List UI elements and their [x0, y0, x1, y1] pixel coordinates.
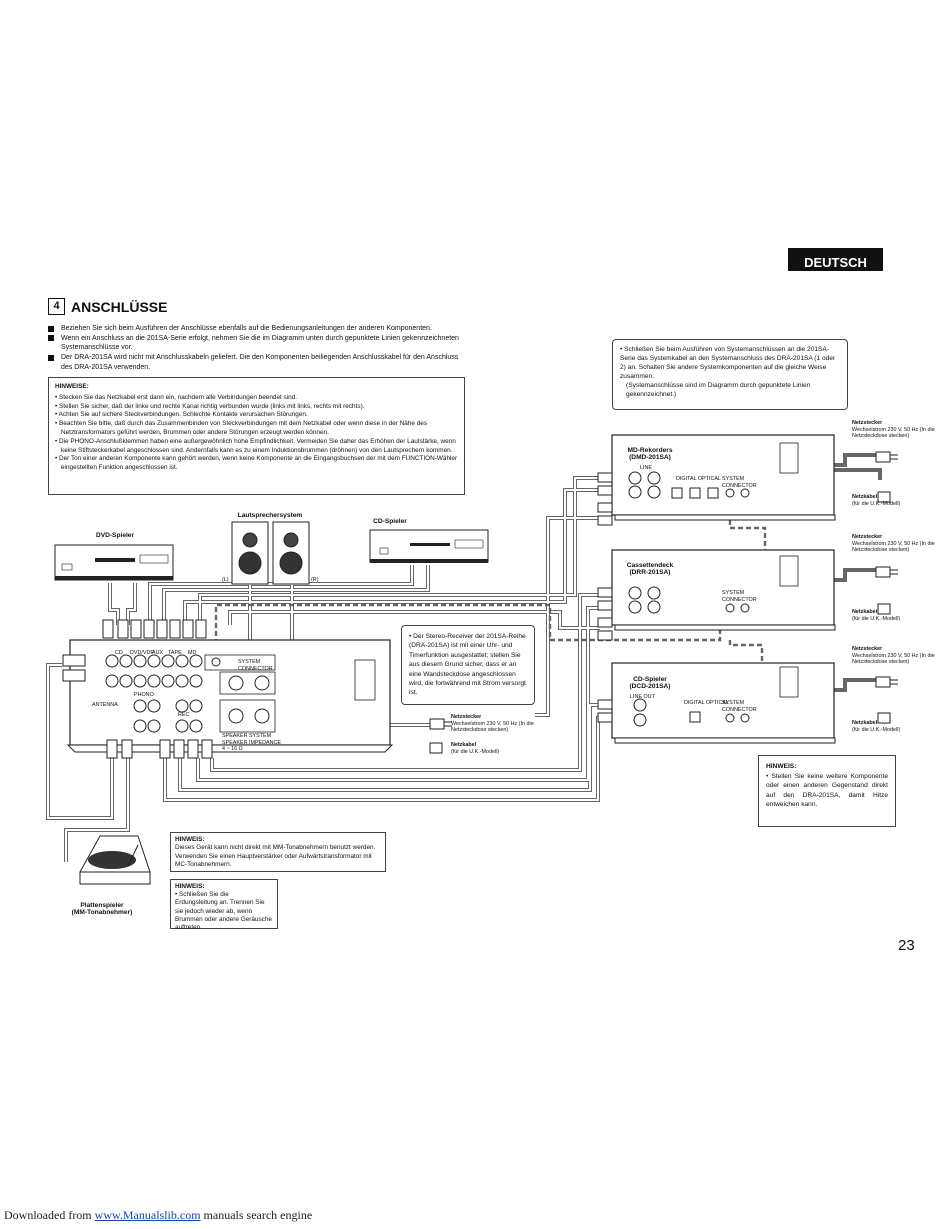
receiver-antenna-label: ANTENNA: [92, 702, 118, 708]
hint-phono: HINWEIS:Dieses Gerät kann nicht direkt m…: [170, 832, 386, 872]
speaker-right-label: (R): [311, 577, 319, 583]
receiver-aux-label: AUX: [152, 650, 164, 656]
receiver-note: • Der Stereo-Receiver der 201SA-Reihe (D…: [401, 625, 535, 705]
cd-syscon-label: SYSTEM CONNECTOR: [722, 700, 757, 713]
system-cables: [214, 520, 767, 702]
md-syscon-label: SYSTEM CONNECTOR: [722, 476, 757, 489]
receiver-cd-label: CD: [115, 650, 123, 656]
hinweise-item: • Die PHONO-Anschlußklemmen haben eine a…: [55, 437, 456, 454]
md-recorder-label: MD-Rekorders(DMD-201SA): [627, 447, 673, 461]
hint-heat: HINWEIS:• Stellen Sie keine weitere Komp…: [758, 755, 896, 827]
receiver-system-label: SYSTEM CONNECTOR: [238, 659, 273, 672]
turntable: [79, 835, 151, 885]
cd-digital-label: DIGITAL OPTICAL: [684, 700, 729, 706]
receiver-tape-label: TAPE: [168, 650, 182, 656]
rca-plugs-bottom: [106, 739, 213, 759]
dvd-player: [54, 544, 174, 581]
cassette-syscon-label: SYSTEM CONNECTOR: [722, 590, 757, 603]
receiver-power-cable-label: Netzkabel(für die U.K.-Modell): [451, 742, 500, 755]
turntable-label: Plattenspieler(MM-Tonabnehmer): [71, 902, 133, 916]
cassette-deck: [611, 549, 836, 631]
page-number: 23: [898, 937, 915, 954]
section-title: 4 ANSCHLÜSSE: [48, 298, 167, 315]
hinweise-item: • Achten Sie auf sichere Steckverbindung…: [55, 411, 308, 419]
cd-player-top: [369, 529, 489, 563]
hinweise-box: HINWEISE: • Stecken Sie das Netzkabel er…: [48, 377, 465, 495]
cd-power-cable-label: Netzkabel(für die U.K.-Modell): [852, 720, 901, 733]
section-title-text: ANSCHLÜSSE: [71, 298, 168, 315]
hinweise-item: • Stecken Sie das Netzkabel erst dann ei…: [55, 393, 298, 401]
hinweise-title: HINWEISE:: [55, 383, 89, 390]
cd-player-right: [611, 662, 836, 744]
md-line-label: LINE: [640, 465, 652, 471]
footer: Downloaded from www.Manualslib.com manua…: [4, 1208, 313, 1222]
intro-bullet: Wenn ein Anschluss an die 201SA-Serie er…: [48, 334, 466, 353]
receiver-dvd-label: DVD/VDP: [130, 650, 154, 656]
hint-ground: HINWEIS:• Schließen Sie die Erdungsleitu…: [170, 879, 278, 931]
rca-plugs-top: [102, 619, 207, 639]
intro-bullet: Der DRA-201SA wird nicht mit Anschlusska…: [48, 353, 466, 372]
speaker-left-label: (L): [222, 577, 229, 583]
cd-lineout-label: LINE OUT: [630, 694, 655, 700]
cd-player-top-label: CD-Spieler: [373, 518, 407, 525]
hinweise-item: • Beachten Sie bitte, daß durch das Zusa…: [55, 420, 428, 436]
intro-bullet: Beziehen Sie sich beim Ausführen der Ans…: [48, 324, 466, 333]
dvd-player-label: DVD-Spieler: [95, 532, 135, 539]
md-digital-label: DIGITAL OPTICAL: [676, 476, 721, 482]
receiver-rec-label: REC: [178, 712, 190, 718]
cassette-deck-label: Cassettendeck(DRR-201SA): [626, 562, 674, 576]
speakers-label: Lautsprechersystem: [237, 512, 303, 519]
antenna-plugs: [62, 654, 86, 682]
section-number: 4: [48, 298, 65, 315]
system-connection-note: • Schließen Sie beim Ausführen von Syste…: [612, 339, 848, 410]
md-recorder: [611, 434, 836, 521]
hinweise-item: • Der Ton einer anderen Komponente kann …: [55, 455, 458, 472]
hinweise-item: • Stellen Sie sicher, daß der linke und …: [55, 402, 365, 410]
cassette-power-cable-label: Netzkabel(für die U.K.-Modell): [852, 609, 901, 622]
speakers: [231, 521, 310, 585]
md-power-cable-label: Netzkabel(für die U.K.-Modell): [852, 494, 901, 507]
cd-player-right-label: CD-Spieler(DCD-201SA): [629, 676, 671, 690]
footer-link[interactable]: www.Manualslib.com: [94, 1208, 201, 1222]
intro-bullets: Beziehen Sie sich beim Ausführen der Ans…: [48, 324, 466, 373]
receiver-md-label: MD: [188, 650, 197, 656]
receiver-phono-label: PHONO: [134, 692, 154, 698]
language-tab: DEUTSCH: [788, 248, 883, 271]
